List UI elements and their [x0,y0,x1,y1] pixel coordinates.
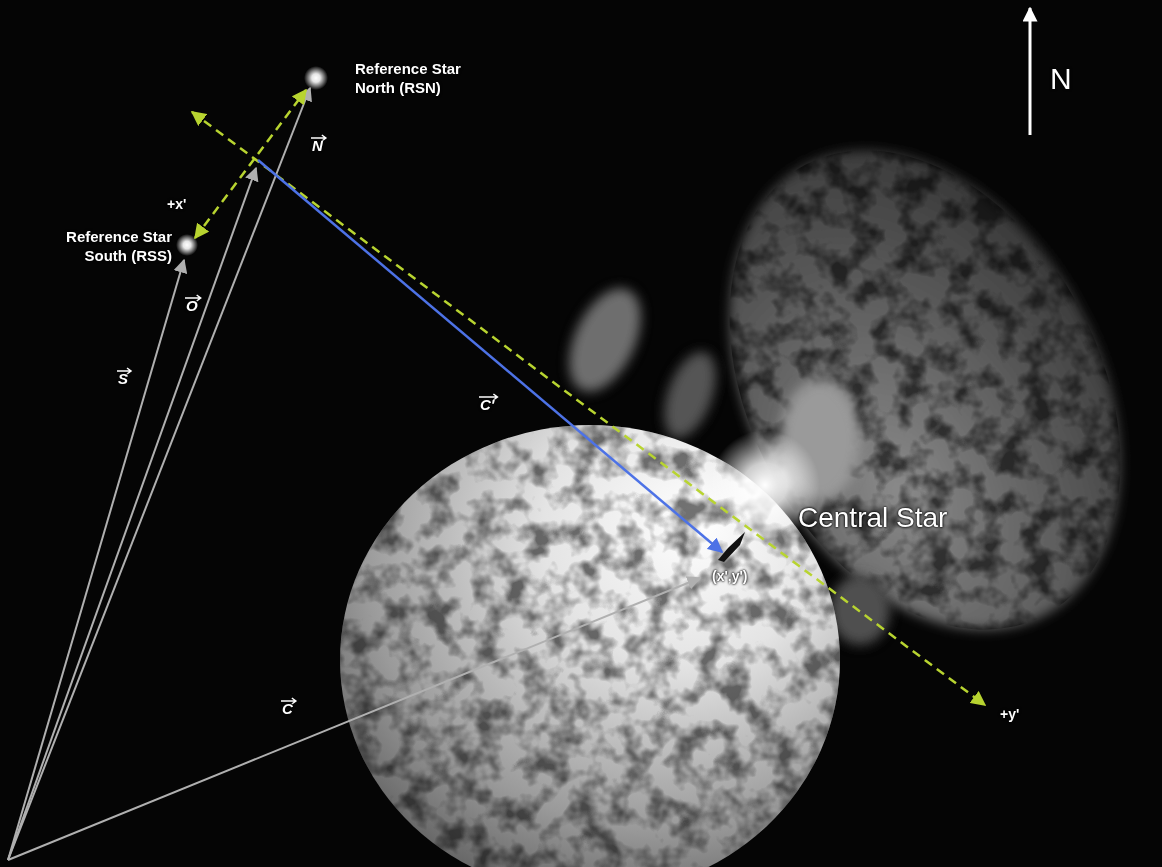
reference-star [304,66,328,90]
axis-label: +y' [1000,706,1019,724]
position-vector [8,88,700,860]
star-label: Reference Star North (RSN) [355,60,480,98]
north-label: N [1050,60,1072,98]
vector-label: N [312,137,323,156]
dark-mark [718,532,745,562]
offset-vector [258,160,722,552]
vector-label: O [186,297,198,316]
vector-label: C' [480,396,494,415]
vector-label: S [118,370,128,389]
axis-label: +x' [167,196,186,214]
object-label: Central Star [798,500,947,535]
north-arrow [1029,8,1032,135]
lower-lobe [330,420,850,867]
vector-label: C [282,700,293,719]
coordinate-label: (x',y') [712,568,747,586]
axis-line [192,90,985,705]
star-label: Reference Star South (RSS) [47,228,172,266]
